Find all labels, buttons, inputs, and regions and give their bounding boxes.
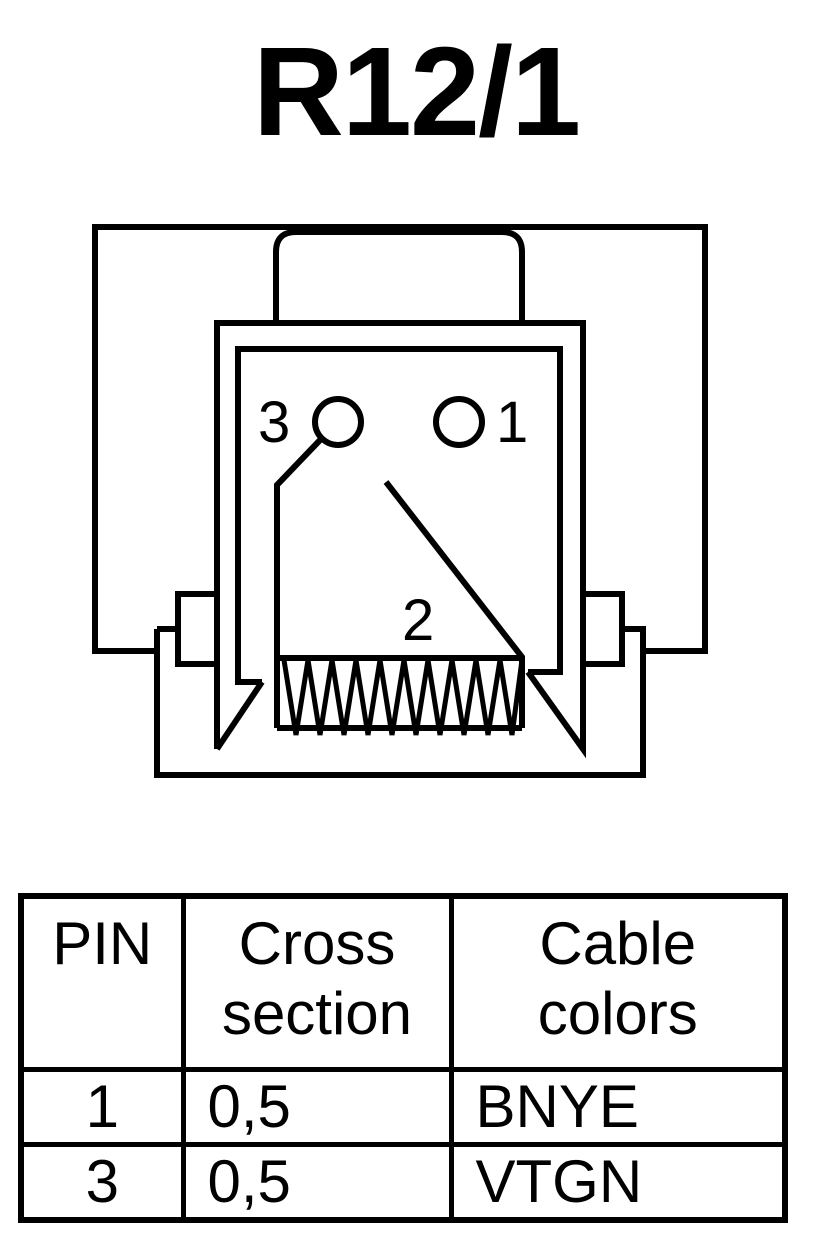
cell-cable-color: VTGN	[448, 1142, 788, 1223]
table-header-row: PIN Cross section Cable colors	[18, 893, 788, 1072]
pin-1-label: 1	[496, 390, 528, 455]
pin-3-contact	[312, 396, 364, 448]
right-latch	[580, 591, 625, 667]
pin-1-contact	[433, 396, 485, 448]
cell-cross-section: 0,5	[180, 1142, 454, 1223]
table-row: 1 0,5 BNYE	[18, 1067, 788, 1147]
pin-3-label: 3	[258, 390, 290, 455]
connector-diagram: 3 1 2	[92, 224, 708, 778]
page-title: R12/1	[252, 21, 581, 162]
connector-top-tab	[273, 229, 525, 323]
pin-3-lead	[274, 435, 325, 728]
connector-base	[154, 626, 646, 778]
header-cable-colors: Cable colors	[448, 893, 788, 1072]
connector-inner-frame	[235, 346, 563, 685]
table-row: 3 0,5 VTGN	[18, 1142, 788, 1223]
header-pin: PIN	[18, 893, 186, 1072]
connector-outer-housing	[92, 224, 708, 654]
cell-cross-section: 0,5	[180, 1067, 454, 1147]
cell-cable-color: BNYE	[448, 1067, 788, 1147]
cell-pin: 1	[18, 1067, 186, 1147]
contact-spring-zigzag	[281, 659, 525, 736]
left-latch	[175, 591, 220, 667]
pin-assignment-table: PIN Cross section Cable colors 1 0,5 BNY…	[18, 893, 788, 1223]
pin-2-label: 2	[402, 588, 434, 653]
cell-pin: 3	[18, 1142, 186, 1223]
header-cross-section: Cross section	[180, 893, 454, 1072]
connector-plug-frame	[214, 320, 586, 759]
